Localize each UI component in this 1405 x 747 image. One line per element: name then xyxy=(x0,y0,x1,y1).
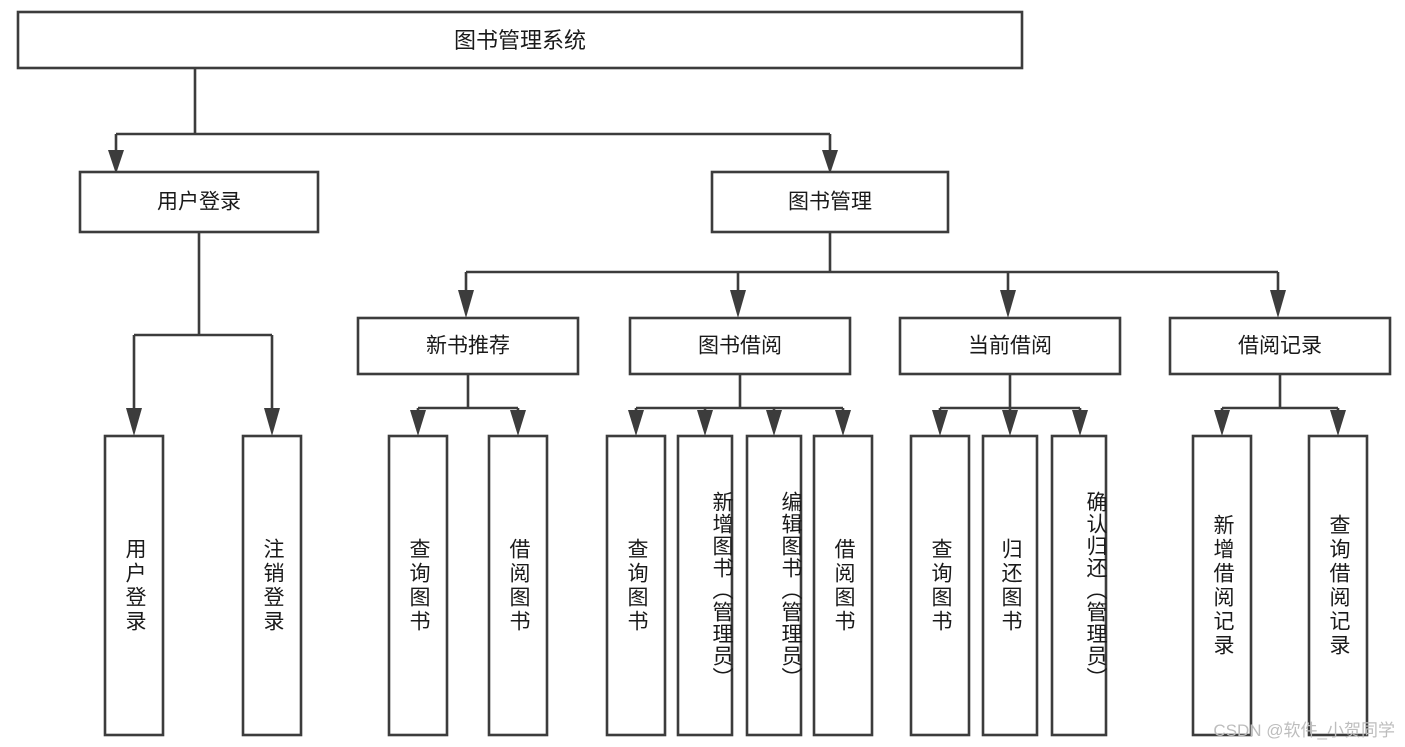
node-layer: 图书管理系统 用户登录 图书管理 新书推荐 图书借阅 当前借阅 借阅记录 xyxy=(16,10,1392,737)
node-user-login[interactable] xyxy=(78,170,320,234)
node-user-login-label: 用户登录 xyxy=(157,191,241,214)
arrowhead-leaf-logout-login xyxy=(264,408,280,436)
node-root[interactable] xyxy=(16,10,1024,70)
node-leaf-query-borrow-record[interactable] xyxy=(1307,434,1369,737)
csdn-watermark: CSDN @软件_小贺同学 xyxy=(1213,721,1395,740)
arrowhead-leaf-edit-book xyxy=(766,410,782,436)
node-leaf-add-borrow-record[interactable] xyxy=(1191,434,1253,737)
node-leaf-borrow-book-1[interactable] xyxy=(487,434,549,737)
node-leaf-edit-book[interactable] xyxy=(745,434,803,737)
node-book-management-label: 图书管理 xyxy=(788,191,872,214)
arrowhead-borrow-record xyxy=(1270,290,1286,318)
node-leaf-query-book-3[interactable] xyxy=(909,434,971,737)
node-leaf-logout-login[interactable] xyxy=(241,434,303,737)
node-leaf-borrow-book-2[interactable] xyxy=(812,434,874,737)
node-new-book-recommend[interactable] xyxy=(356,316,580,376)
arrowhead-leaf-return-book xyxy=(1002,410,1018,436)
arrowhead-leaf-borrow-book-1 xyxy=(510,410,526,436)
arrowhead-new-book-recommend xyxy=(458,290,474,318)
arrowhead-book-management xyxy=(822,150,838,174)
node-current-borrow[interactable] xyxy=(898,316,1122,376)
node-borrow-record-label: 借阅记录 xyxy=(1238,335,1322,358)
node-leaf-query-book-2[interactable] xyxy=(605,434,667,737)
arrowhead-leaf-query-book-3 xyxy=(932,410,948,436)
node-book-borrow-label: 图书借阅 xyxy=(698,335,782,358)
arrowhead-leaf-add-book xyxy=(697,410,713,436)
node-leaf-query-book-1[interactable] xyxy=(387,434,449,737)
arrowhead-leaf-query-book-1 xyxy=(410,410,426,436)
node-borrow-record[interactable] xyxy=(1168,316,1392,376)
node-root-label: 图书管理系统 xyxy=(454,28,586,53)
node-book-management[interactable] xyxy=(710,170,950,234)
arrowhead-leaf-confirm-return xyxy=(1072,410,1088,436)
arrowhead-leaf-query-book-2 xyxy=(628,410,644,436)
arrowhead-leaf-borrow-book-2 xyxy=(835,410,851,436)
node-leaf-add-book[interactable] xyxy=(676,434,734,737)
node-leaf-user-login[interactable] xyxy=(103,434,165,737)
arrowhead-book-borrow xyxy=(730,290,746,318)
connector-layer xyxy=(108,68,1346,436)
node-new-book-recommend-label: 新书推荐 xyxy=(426,335,510,358)
node-leaf-confirm-return[interactable] xyxy=(1050,434,1108,737)
arrowhead-leaf-user-login xyxy=(126,408,142,436)
arrowhead-leaf-add-borrow-record xyxy=(1214,410,1230,436)
arrowhead-user-login xyxy=(108,150,124,174)
node-book-borrow[interactable] xyxy=(628,316,852,376)
arrowhead-current-borrow xyxy=(1000,290,1016,318)
node-leaf-return-book[interactable] xyxy=(981,434,1039,737)
node-current-borrow-label: 当前借阅 xyxy=(968,335,1052,358)
arrowhead-leaf-query-borrow-record xyxy=(1330,410,1346,436)
